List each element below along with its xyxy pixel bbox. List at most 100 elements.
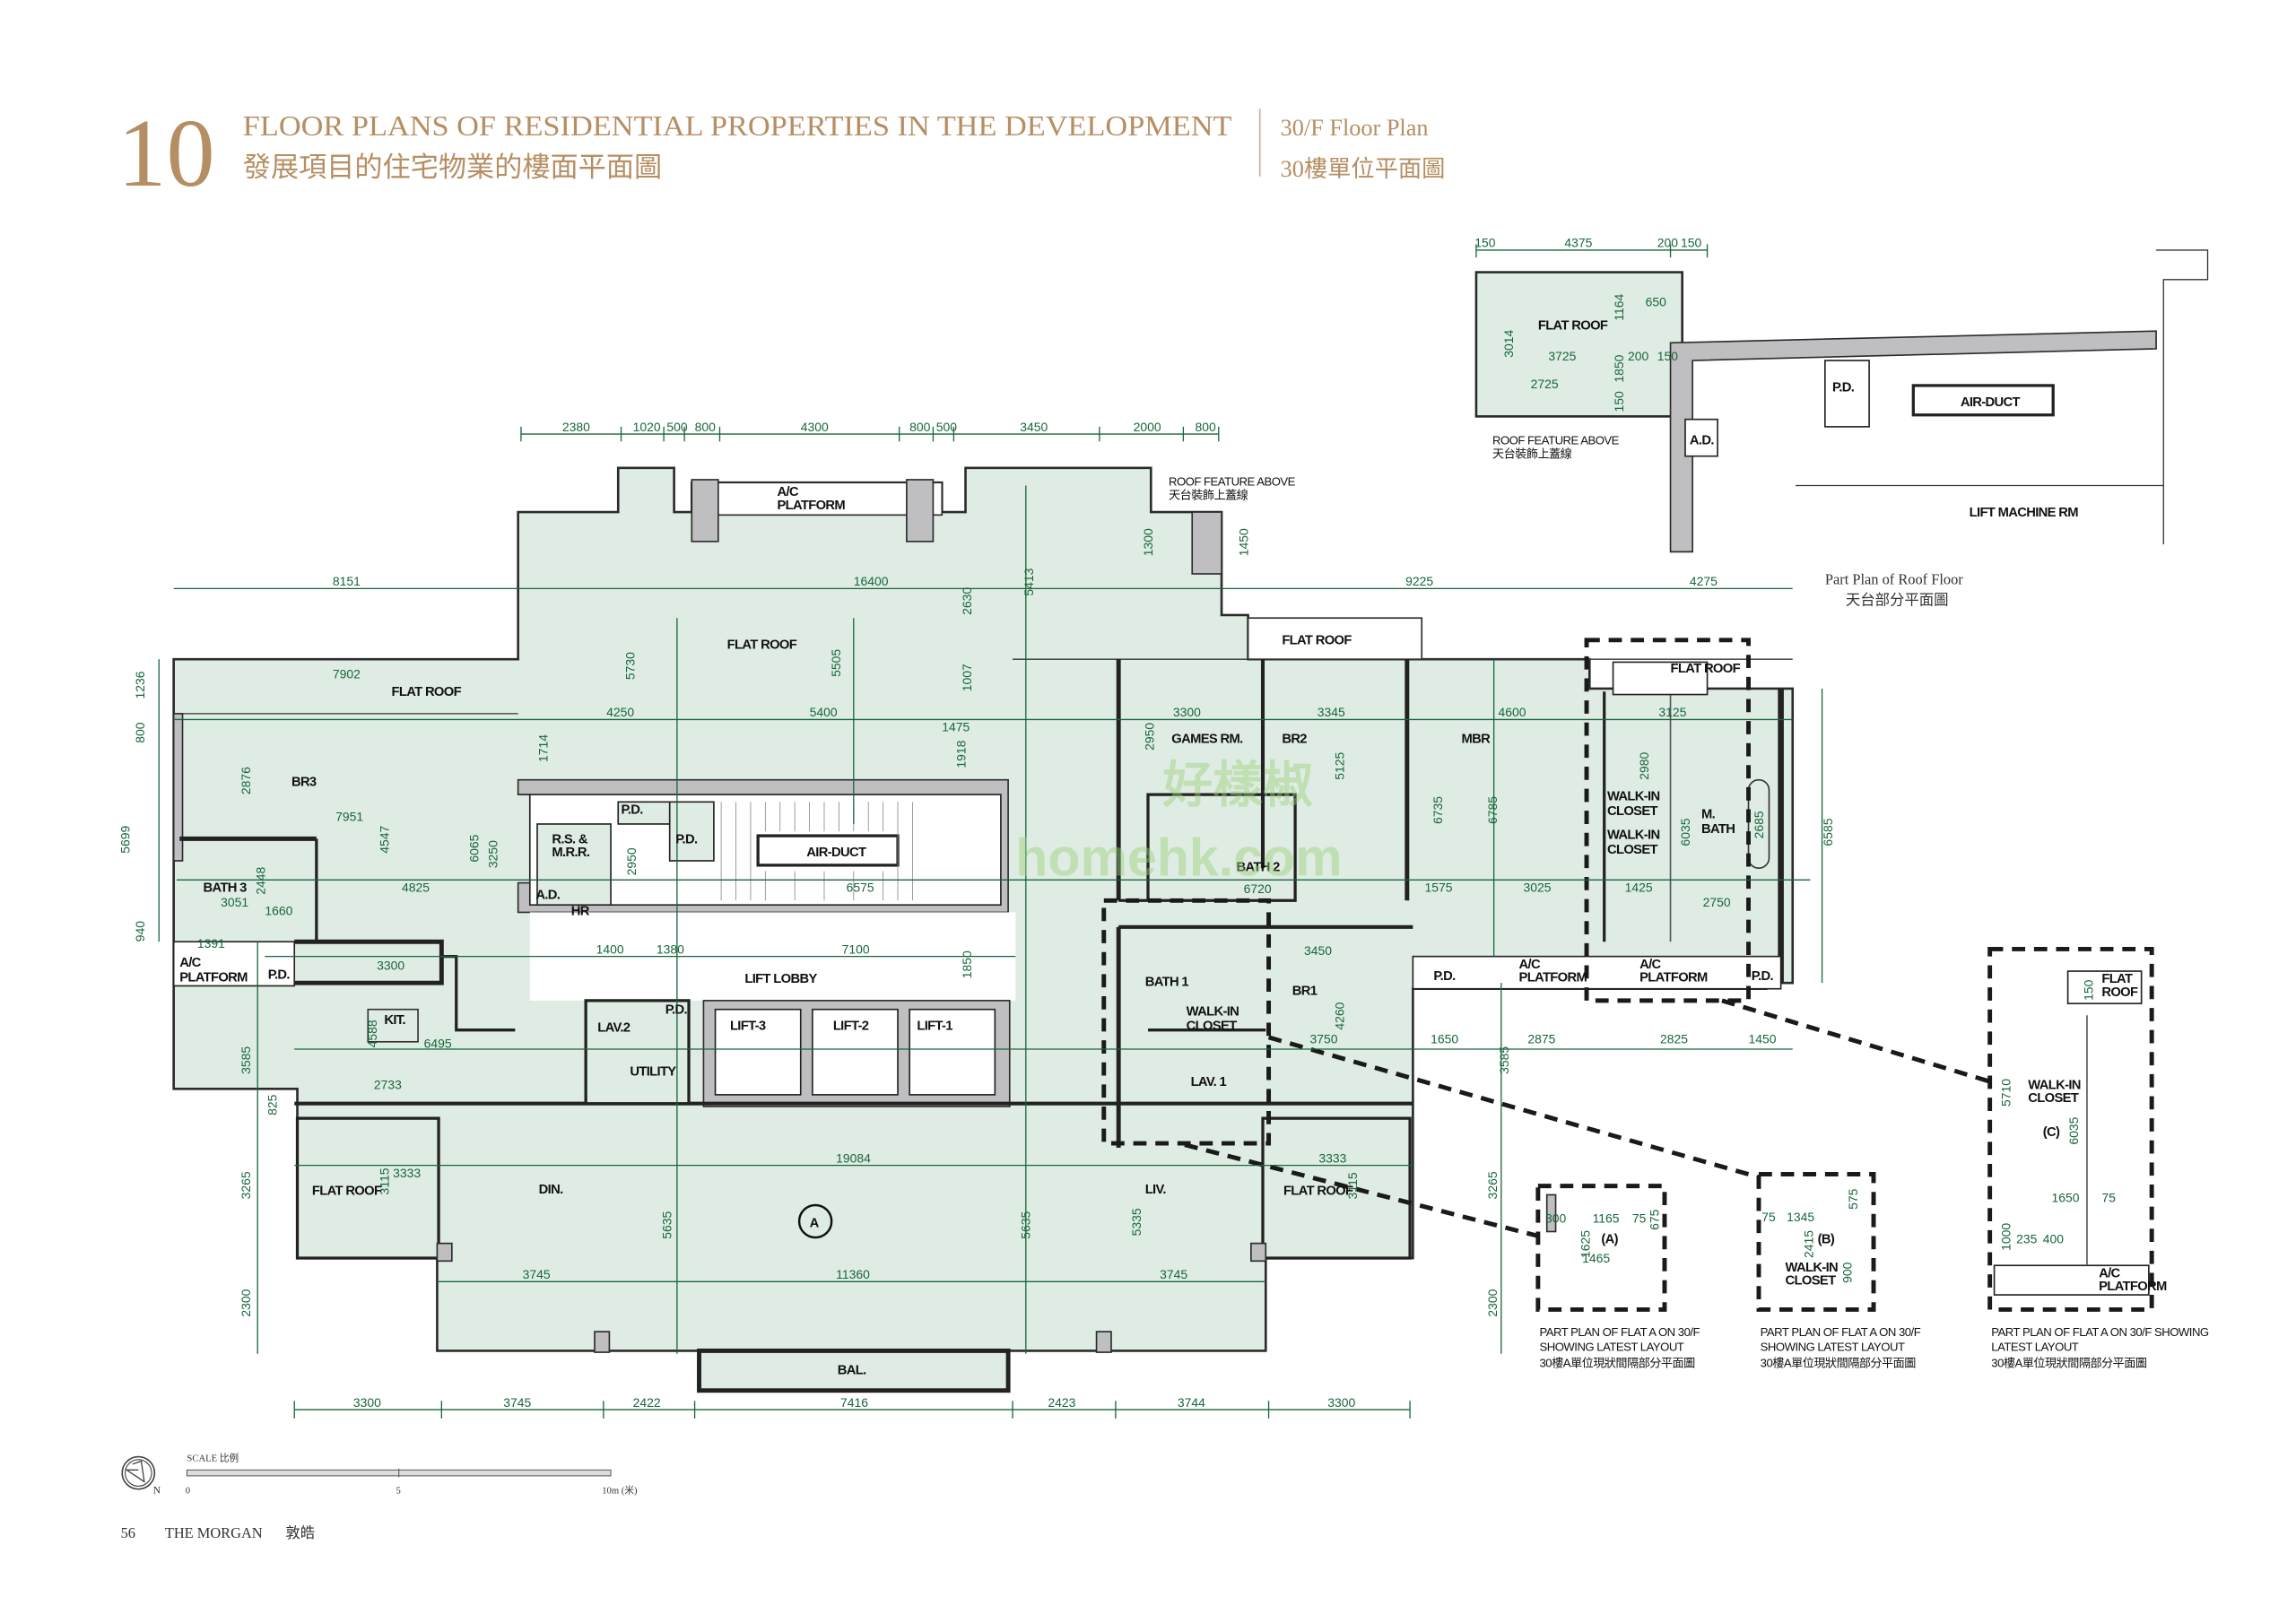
dim-label: 3115 bbox=[377, 1167, 391, 1194]
scale-tick-5: 5 bbox=[396, 1487, 400, 1497]
dim-label: 4375 bbox=[1564, 236, 1592, 250]
dim-label: 1165 bbox=[1593, 1211, 1620, 1226]
dim-label: 2422 bbox=[633, 1395, 661, 1410]
lift-2-car bbox=[812, 1008, 899, 1096]
dim-label: 400 bbox=[2043, 1232, 2065, 1246]
callout-leader-a bbox=[1184, 1142, 1539, 1238]
room-label-m-bath: M. bbox=[1701, 807, 1716, 821]
room-label-pd: P.D. bbox=[675, 832, 698, 846]
dim-label: 6495 bbox=[424, 1036, 452, 1050]
dim-label: 2423 bbox=[1048, 1395, 1075, 1410]
dim-label: 4600 bbox=[1499, 705, 1526, 719]
dim-label: 1000 bbox=[1999, 1223, 2013, 1251]
dim-label: 150 bbox=[1612, 391, 1626, 412]
room-label-walk-in-closet: CLOSET bbox=[1187, 1020, 1238, 1034]
roof-feature-note-en: ROOF FEATURE ABOVE bbox=[1492, 434, 1620, 447]
room-label-walk-in-closet: CLOSET bbox=[1607, 804, 1658, 819]
dim-label: 150 bbox=[1657, 349, 1679, 363]
room-label-pd: P.D. bbox=[622, 803, 644, 817]
dim-label: 6035 bbox=[2066, 1116, 2081, 1144]
roof-plan-title-zh: 天台部分平面圖 bbox=[1846, 591, 1949, 608]
flat-roof-box bbox=[1247, 617, 1423, 660]
dim-label: 1465 bbox=[1582, 1251, 1610, 1265]
dim-label: 3300 bbox=[353, 1395, 381, 1410]
dim-label: 825 bbox=[265, 1094, 280, 1115]
dim-label: 800 bbox=[1196, 420, 1217, 434]
room-label-lift-3: LIFT-3 bbox=[730, 1020, 766, 1034]
dim-label: 5699 bbox=[117, 826, 132, 854]
room-label-lift-1: LIFT-1 bbox=[917, 1020, 952, 1034]
dim-label: 8151 bbox=[333, 574, 361, 588]
dim-label: 75 bbox=[1632, 1211, 1647, 1226]
part-plan-a-caption-2: SHOWING LATEST LAYOUT bbox=[1540, 1340, 1684, 1353]
wall bbox=[1545, 1193, 1557, 1233]
dim-label: 2725 bbox=[1531, 377, 1559, 391]
part-plan-a-marker: (A) bbox=[1601, 1233, 1618, 1247]
dim-label: 3250 bbox=[486, 840, 500, 868]
flat-roof-small bbox=[1612, 661, 1709, 696]
room-label-rs-mrr: M.R.R. bbox=[552, 846, 590, 860]
part-plan-b-caption-zh: 30樓A單位現狀間隔部分平面圖 bbox=[1761, 1356, 1917, 1369]
wall-pier bbox=[906, 479, 935, 542]
dim-label: 3014 bbox=[1501, 330, 1516, 358]
page-number: 56 bbox=[121, 1524, 135, 1541]
dim-label: 1236 bbox=[133, 671, 147, 699]
dim-label: 3265 bbox=[239, 1171, 253, 1199]
dimension-lines bbox=[158, 426, 1823, 1419]
roof-edge bbox=[2156, 249, 2209, 486]
dim-label: 1850 bbox=[960, 950, 974, 978]
roof-pd-shaft bbox=[1824, 360, 1870, 428]
part-plan-c-room: WALK-IN bbox=[2028, 1078, 2081, 1092]
pd-shaft bbox=[617, 801, 678, 825]
dim-label: 3725 bbox=[1548, 349, 1576, 363]
lift-1-car bbox=[909, 1008, 996, 1096]
dim-label: 3745 bbox=[503, 1395, 531, 1410]
room-label-mbr: MBR bbox=[1462, 733, 1492, 747]
room-label-ad: A.D. bbox=[535, 889, 560, 903]
dim-label: 150 bbox=[2082, 979, 2096, 1001]
scale-tick-0: 0 bbox=[186, 1487, 190, 1497]
dim-label: 1575 bbox=[1425, 880, 1453, 894]
rs-mrr-room bbox=[536, 823, 612, 907]
dim-label: 3300 bbox=[377, 958, 404, 972]
page-header: 10 FLOOR PLANS OF RESIDENTIAL PROPERTIES… bbox=[117, 100, 1445, 207]
part-plan-c: WALK-IN CLOSET (C) FLAT ROOF A/C PLATFOR… bbox=[1987, 946, 2209, 1369]
dim-label: 1164 bbox=[1612, 294, 1626, 321]
ac-platform-left bbox=[172, 941, 296, 987]
room-label-walk-in-closet: WALK-IN bbox=[1607, 790, 1660, 804]
dim-label: 5505 bbox=[829, 649, 843, 677]
room-label-lift-2: LIFT-2 bbox=[833, 1020, 869, 1034]
dim-label: 5635 bbox=[1019, 1211, 1033, 1238]
room-label-br2: BR2 bbox=[1282, 733, 1307, 747]
dim-label: 2380 bbox=[562, 420, 590, 434]
brand-name: THE MORGAN bbox=[165, 1524, 263, 1541]
dim-label: 1918 bbox=[954, 740, 969, 768]
dim-label: 5635 bbox=[659, 1211, 674, 1238]
dim-label: 2733 bbox=[374, 1077, 402, 1091]
room-label-lift-lobby: LIFT LOBBY bbox=[744, 972, 817, 986]
dim-label: 2950 bbox=[1143, 723, 1157, 751]
room-label-flat-roof: FLAT ROOF bbox=[1283, 1184, 1353, 1198]
dim-label: 5335 bbox=[1129, 1208, 1144, 1236]
watermark-url: homehk.com bbox=[1015, 828, 1342, 887]
dim-label: 3744 bbox=[1178, 1395, 1205, 1410]
room-label-flat-roof: FLAT ROOF bbox=[1282, 634, 1352, 648]
dim-label: 3125 bbox=[1658, 705, 1686, 719]
dim-label: 1020 bbox=[633, 420, 661, 434]
room-label-flat-roof: FLAT ROOF bbox=[392, 685, 462, 699]
room-label-m-bath: BATH bbox=[1701, 822, 1735, 837]
dim-label: 3333 bbox=[393, 1166, 421, 1180]
dim-label: 5730 bbox=[622, 652, 637, 680]
dim-label: 1650 bbox=[1431, 1031, 1458, 1046]
floor-title-en: 30/F Floor Plan bbox=[1281, 115, 1429, 141]
dim-label: 3051 bbox=[221, 895, 248, 909]
dim-label: 3115 bbox=[1345, 1172, 1360, 1199]
dim-label: 4250 bbox=[606, 705, 634, 719]
part-plan-b-room: WALK-IN bbox=[1786, 1261, 1839, 1275]
wall bbox=[294, 939, 444, 985]
roof-label-pd: P.D. bbox=[1832, 381, 1855, 395]
part-plan-c-caption-1: PART PLAN OF FLAT A ON 30/F SHOWING bbox=[1991, 1325, 2209, 1339]
dim-label: 575 bbox=[1846, 1188, 1860, 1210]
dim-label: 1450 bbox=[1749, 1031, 1777, 1046]
dim-label: 1714 bbox=[535, 734, 550, 762]
